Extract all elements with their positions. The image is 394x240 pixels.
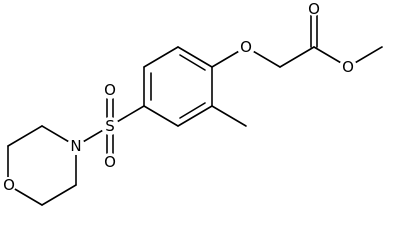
sulfonyl-oxygen-top-label: O [104, 81, 116, 99]
sulfonyl-oxygen-bottom-label: O [104, 153, 116, 171]
ring-oxygen-label: O [3, 176, 15, 194]
atom-ester-carbonyl-oxygen: O [306, 0, 322, 18]
ether-oxygen-label: O [240, 38, 252, 56]
atom-ring-nitrogen: N [67, 137, 85, 155]
ester-carbonyl-oxygen-label: O [308, 0, 320, 18]
bond [7, 125, 43, 147]
sulfur-label: S [105, 117, 115, 135]
atom-ether-oxygen: O [237, 38, 255, 56]
atom-sulfur: S [101, 117, 119, 135]
morpholine-ring [7, 125, 77, 206]
bond [143, 46, 179, 68]
bond [41, 184, 77, 206]
atom-ester-oxygen: O [339, 58, 357, 76]
ester-oxygen-label: O [342, 58, 354, 76]
benzene-ring [143, 46, 213, 127]
molecule-drawing: O O O S O O N O [0, 0, 383, 206]
bond [143, 105, 179, 127]
bond [177, 46, 213, 68]
bond [279, 46, 315, 68]
double-bond-inner [179, 102, 206, 119]
double-bond-inner [179, 54, 206, 71]
ring-nitrogen-label: N [70, 137, 81, 155]
atom-sulfonyl-oxygen-bottom: O [101, 153, 119, 171]
structure-canvas: O O O S O O N O [0, 0, 383, 206]
methyl-bond [211, 105, 247, 127]
atom-ring-oxygen: O [0, 176, 16, 194]
atom-sulfonyl-oxygen-top: O [101, 81, 119, 99]
bond [177, 105, 213, 127]
